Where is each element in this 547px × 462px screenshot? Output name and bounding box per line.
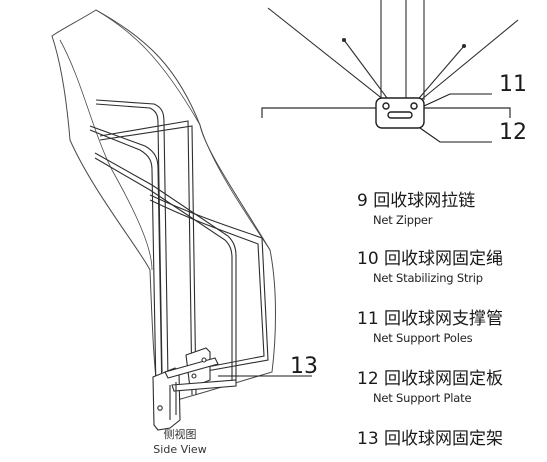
legend-item-12: 12 回收球网固定板 Net Support Plate xyxy=(357,368,503,406)
leader-11 xyxy=(423,93,492,107)
legend-item-en: Net Support Plate xyxy=(373,391,472,405)
plate-slot xyxy=(387,111,413,119)
callout-13: 13 xyxy=(290,354,318,379)
side-view-caption-en: Side View xyxy=(153,442,207,456)
plate-hole xyxy=(382,102,390,110)
legend-item-en: Net Stabilizing Strip xyxy=(373,271,483,285)
top-view xyxy=(261,0,519,118)
rod-mid-2 xyxy=(94,152,237,380)
rod-upper xyxy=(89,129,157,393)
bracket-bar xyxy=(164,357,219,379)
support-plate xyxy=(375,97,425,129)
bracket-bolt xyxy=(191,373,197,379)
pole-left-outer xyxy=(267,7,385,101)
legend-item-zh: 13 回收球网固定架 xyxy=(357,429,504,449)
bracket-bar-2 xyxy=(171,379,237,392)
legend-item-en: Net Zipper xyxy=(373,213,433,227)
legend-item-zh: 9 回收球网拉链 xyxy=(357,191,476,211)
side-view-caption-zh: 侧视图 xyxy=(163,428,197,441)
bracket-bolt xyxy=(157,405,163,411)
net-seam-right xyxy=(199,124,271,251)
legend-item-zh: 12 回收球网固定板 xyxy=(357,369,504,389)
legend-item-9: 9 回收球网拉链 Net Zipper xyxy=(357,190,475,228)
legend-item-11: 11 回收球网支撑管 Net Support Poles xyxy=(357,308,503,346)
rod-upper-bend-2 xyxy=(99,120,193,396)
legend-item-13: 13 回收球网固定架 xyxy=(357,428,503,450)
fixing-bracket xyxy=(152,347,237,431)
rod-lower-2 xyxy=(149,199,265,371)
pole-tip xyxy=(461,43,467,49)
legend-item-en: Net Support Poles xyxy=(373,331,473,345)
callout-11: 11 xyxy=(499,72,527,97)
rod-upper-bend xyxy=(99,125,197,396)
legend-item-zh: 11 回收球网支撑管 xyxy=(357,309,504,329)
support-rods xyxy=(89,99,269,396)
rod-top-2 xyxy=(95,99,169,381)
bracket-bolt xyxy=(201,357,207,363)
pole-left-diag xyxy=(343,39,391,103)
net-seam xyxy=(95,9,201,126)
pole-right-diag xyxy=(413,45,465,105)
side-view-net xyxy=(51,9,276,406)
rod-mid xyxy=(94,157,233,380)
pole-right-outer xyxy=(415,19,519,105)
net-inner-curve xyxy=(59,39,153,271)
rod-lower xyxy=(149,194,269,375)
leader-12 xyxy=(419,127,492,143)
pole-tip xyxy=(341,37,347,43)
plate-hole xyxy=(410,102,418,110)
rod-top xyxy=(95,103,163,373)
rod-upper-2 xyxy=(89,125,163,396)
callout-12: 12 xyxy=(499,120,527,145)
side-view-caption: 侧视图 Side View xyxy=(140,428,220,458)
legend-item-zh: 10 回收球网固定绳 xyxy=(357,249,504,269)
legend-item-10: 10 回收球网固定绳 Net Stabilizing Strip xyxy=(357,248,503,286)
